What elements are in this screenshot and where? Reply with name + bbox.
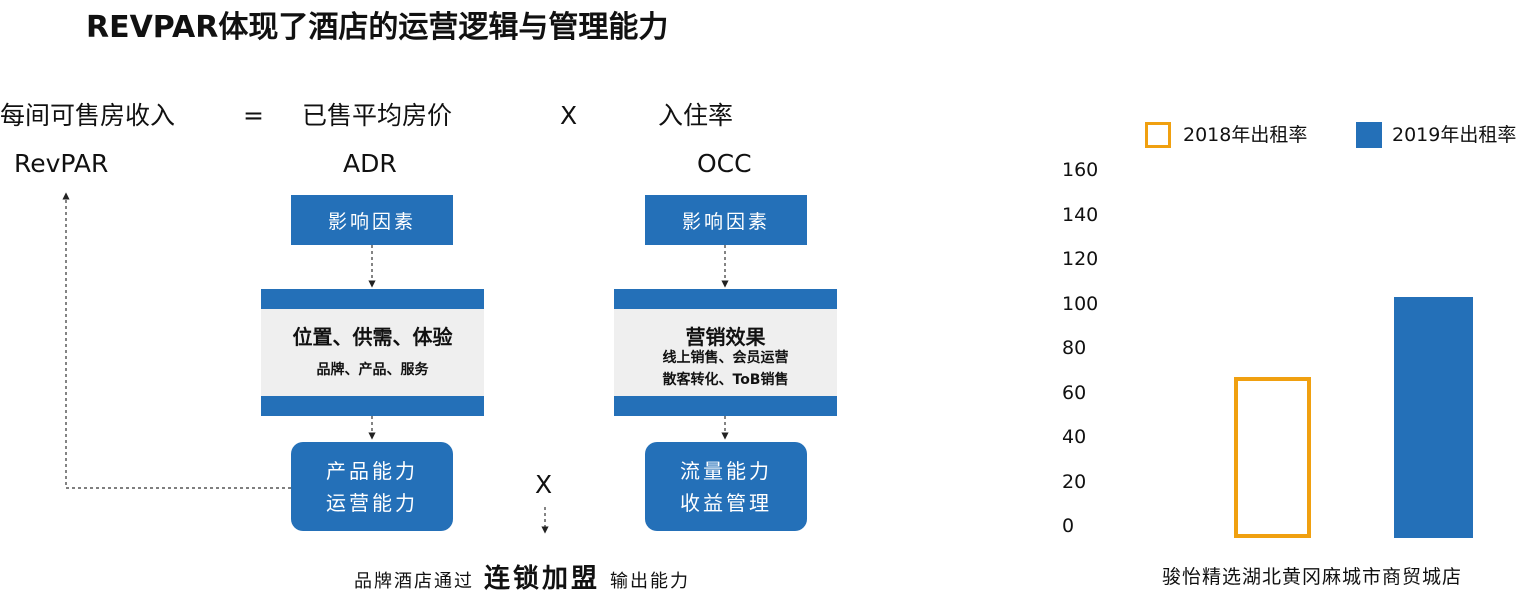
adr-cn-label: 已售平均房价 (302, 101, 453, 130)
adr-panel-top-bar (261, 289, 484, 309)
legend-swatch-2019 (1356, 122, 1382, 148)
occ-panel-main: 营销效果 (685, 325, 766, 349)
revpar-cn-label: 每间可售房收入 (0, 101, 176, 130)
adr-capability-line1: 产品能力 (326, 458, 418, 483)
bar-2019 (1394, 296, 1473, 538)
occ-capability-line2: 收益管理 (680, 490, 772, 515)
page-title: REVPAR体现了酒店的运营逻辑与管理能力 (86, 10, 669, 45)
adr-capability-box: 产品能力 运营能力 (291, 442, 453, 531)
connector-lines (62, 192, 729, 534)
bottom-suffix: 输出能力 (610, 571, 691, 592)
y-tick-label: 140 (1062, 203, 1099, 226)
legend-label-2019: 2019年出租率 (1392, 124, 1517, 146)
occ-factor-box: 影响因素 (645, 195, 807, 245)
y-tick-label: 60 (1062, 381, 1087, 404)
y-tick-label: 0 (1062, 515, 1075, 537)
y-tick-label: 80 (1062, 337, 1087, 359)
bottom-statement: 品牌酒店通过 连锁加盟 输出能力 (354, 558, 690, 595)
occ-factor-panel: 营销效果 线上销售、会员运营 散客转化、ToB销售 (614, 289, 837, 416)
legend-swatch-2018 (1145, 122, 1171, 148)
occ-abbr-label: OCC (697, 149, 752, 178)
occ-panel-bottom-bar (614, 396, 837, 416)
y-tick-label: 20 (1062, 470, 1087, 493)
y-tick-label: 160 (1062, 159, 1099, 181)
adr-panel-main: 位置、供需、体验 (292, 325, 453, 349)
y-tick-label: 40 (1062, 426, 1087, 448)
adr-panel-sub: 品牌、产品、服务 (316, 362, 429, 378)
y-tick-label: 100 (1062, 292, 1099, 315)
equals-sign: = (243, 101, 264, 130)
capability-times-sign: X (535, 470, 553, 499)
occ-panel-sub-line2: 散客转化、ToB销售 (662, 372, 789, 388)
occ-capability-line1: 流量能力 (680, 458, 772, 483)
adr-panel-bottom-bar (261, 396, 484, 416)
revpar-abbr-label: RevPAR (14, 149, 109, 178)
adr-abbr-label: ADR (343, 149, 397, 178)
bottom-emphasis: 连锁加盟 (484, 564, 601, 594)
bar-2018 (1234, 376, 1311, 538)
occ-cn-label: 入住率 (658, 101, 734, 130)
y-tick-label: 120 (1062, 248, 1099, 270)
category-label: 骏怡精选湖北黄冈麻城市商贸城店 (1162, 566, 1463, 588)
adr-factor-panel: 位置、供需、体验 品牌、产品、服务 (261, 289, 484, 416)
times-sign: X (560, 101, 578, 130)
adr-factor-box: 影响因素 (291, 195, 453, 245)
occ-capability-box: 流量能力 收益管理 (645, 442, 807, 531)
adr-capability-line2: 运营能力 (326, 490, 418, 515)
feedback-arrow (62, 192, 291, 489)
bottom-prefix: 品牌酒店通过 (354, 571, 474, 592)
occ-panel-sub-line1: 线上销售、会员运营 (662, 350, 789, 366)
legend-label-2018: 2018年出租率 (1183, 124, 1308, 146)
occ-panel-top-bar (614, 289, 837, 309)
